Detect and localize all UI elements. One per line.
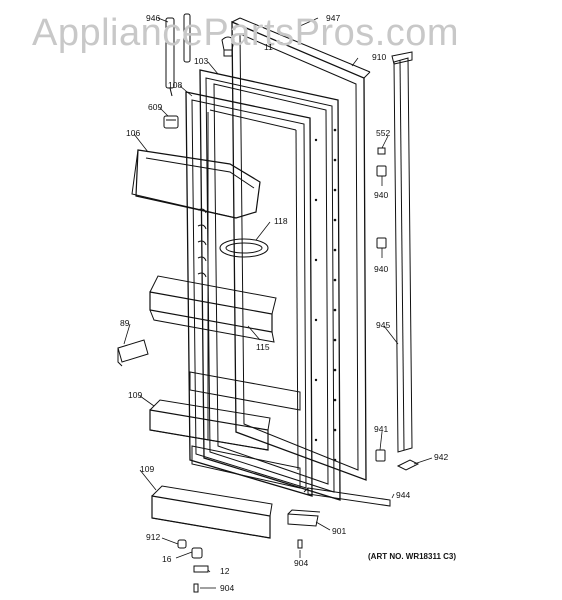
watermark-text: AppliancePartsPros.com bbox=[32, 12, 460, 54]
callout-103: 103 bbox=[194, 56, 209, 66]
callout-106: 106 bbox=[126, 128, 141, 138]
door-bin-upper bbox=[149, 399, 271, 451]
outer-door-panel bbox=[231, 17, 371, 481]
callout-940-lower: 940 bbox=[374, 264, 389, 274]
callout-118: 118 bbox=[274, 216, 288, 226]
callout-910: 910 bbox=[372, 52, 387, 62]
callout-947: 947 bbox=[326, 13, 341, 23]
bottom-hinge-bracket bbox=[303, 487, 391, 507]
callout-904-bottom: 904 bbox=[220, 583, 235, 593]
small-bin bbox=[117, 339, 149, 367]
cap-part bbox=[221, 36, 235, 57]
art-number: (ART NO. WR18311 C3) bbox=[368, 552, 457, 561]
small-fasteners bbox=[177, 539, 303, 593]
callout-109-upper: 109 bbox=[128, 390, 143, 400]
callout-109-lower: 109 bbox=[140, 464, 155, 474]
callout-904-right: 904 bbox=[294, 558, 309, 568]
callout-115: 115 bbox=[256, 342, 270, 352]
callout-609: 609 bbox=[148, 102, 163, 112]
side-rail bbox=[391, 51, 413, 453]
callout-912: 912 bbox=[146, 532, 161, 542]
callout-942: 942 bbox=[434, 452, 449, 462]
callout-leaders bbox=[123, 17, 433, 589]
callout-901: 901 bbox=[332, 526, 347, 536]
hinge-parts bbox=[375, 147, 420, 471]
callout-946: 946 bbox=[146, 13, 161, 23]
callout-12: 12 bbox=[220, 566, 230, 576]
door-bin-lower bbox=[151, 485, 273, 539]
oval-trim bbox=[219, 238, 269, 258]
door-liner bbox=[185, 91, 313, 497]
callout-89: 89 bbox=[120, 318, 130, 328]
callout-11: 11 bbox=[264, 42, 273, 52]
callout-108: 108 bbox=[168, 80, 183, 90]
gasket-rivets bbox=[314, 128, 337, 462]
door-stop-part bbox=[163, 115, 179, 129]
door-gasket bbox=[199, 69, 341, 501]
bottom-cover bbox=[287, 509, 321, 527]
dairy-compartment bbox=[131, 149, 261, 219]
callout-941: 941 bbox=[374, 424, 389, 434]
door-shelf-115 bbox=[149, 275, 277, 343]
callout-940-upper: 940 bbox=[374, 190, 389, 200]
callout-945: 945 bbox=[376, 320, 391, 330]
callout-944: 944 bbox=[396, 490, 411, 500]
callout-552: 552 bbox=[376, 128, 391, 138]
hinge-rod bbox=[165, 13, 191, 97]
callout-16: 16 bbox=[162, 554, 172, 564]
